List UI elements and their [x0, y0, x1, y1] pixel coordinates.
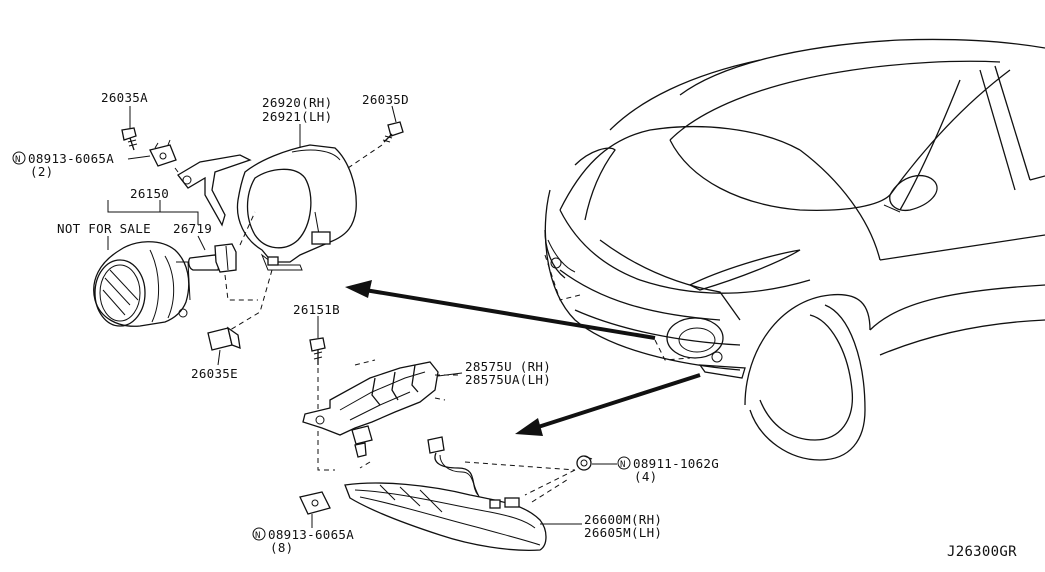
label-26719: 26719 [173, 221, 212, 236]
label-26921-lh: 26921(LH) [262, 109, 332, 124]
label-26605m-lh: 26605M(LH) [584, 525, 662, 540]
label-08913-6065a-top: N 08913-6065A (2) [12, 151, 114, 179]
leader-lines [107, 105, 617, 528]
part-26035e-clip [207, 326, 241, 351]
side-lamp-connector [359, 436, 576, 499]
location-arrows [345, 280, 701, 436]
label-08913-6065a-bottom: N 08913-6065A (8) [252, 527, 354, 555]
svg-text:(2): (2) [30, 164, 53, 179]
svg-text:08913-6065A: 08913-6065A [28, 151, 114, 166]
svg-text:08913-6065A: 08913-6065A [268, 527, 354, 542]
label-26035d: 26035D [362, 92, 409, 107]
label-28575ua-lh: 28575UA(LH) [465, 372, 551, 387]
n-symbol-icon [617, 456, 631, 470]
arrow-head-fog-lamp [345, 280, 372, 298]
part-26035d-screw [344, 121, 404, 171]
svg-text:(4): (4) [634, 469, 657, 484]
label-26035e: 26035E [191, 366, 238, 381]
side-lamp-bracket [302, 359, 460, 458]
svg-text:N: N [255, 531, 261, 541]
label-not-for-sale: NOT FOR SALE [57, 221, 151, 236]
fog-lamp-bracket [174, 144, 357, 271]
side-marker-lamp [344, 477, 571, 551]
svg-text:N: N [620, 460, 626, 470]
label-26150: 26150 [130, 186, 169, 201]
svg-text:N: N [15, 155, 21, 165]
part-08913-6065a-clip-top [149, 139, 177, 167]
svg-text:08911-1062G: 08911-1062G [633, 456, 719, 471]
arrow-to-fog-lamp [364, 288, 656, 340]
label-26920-rh: 26920(RH) [262, 95, 332, 110]
part-08911-1062g-nut [576, 455, 593, 471]
arrow-to-side-lamp [534, 373, 701, 430]
n-symbol-icon [252, 527, 266, 541]
svg-text:(8): (8) [270, 540, 293, 555]
label-08911-1062g: N 08911-1062G (4) [617, 456, 719, 484]
n-symbol-icon [12, 151, 26, 165]
fog-lamp-unit [93, 211, 273, 331]
label-26035a: 26035A [101, 90, 148, 105]
label-26151b: 26151B [293, 302, 340, 317]
arrow-head-side-lamp [515, 418, 543, 436]
part-26151b-bolt [309, 337, 335, 471]
label-26600m-rh: 26600M(RH) [584, 512, 662, 527]
label-28575u-rh: 28575U (RH) [465, 359, 551, 374]
diagram-code: J26300GR [947, 544, 1017, 560]
vehicle-front-outline [544, 38, 1045, 461]
part-labels: 26035A 26920(RH) 26921(LH) 26035D N 0891… [12, 90, 1017, 560]
part-26035a-screw [121, 127, 138, 151]
part-08913-6065a-clip-bottom [299, 491, 331, 515]
